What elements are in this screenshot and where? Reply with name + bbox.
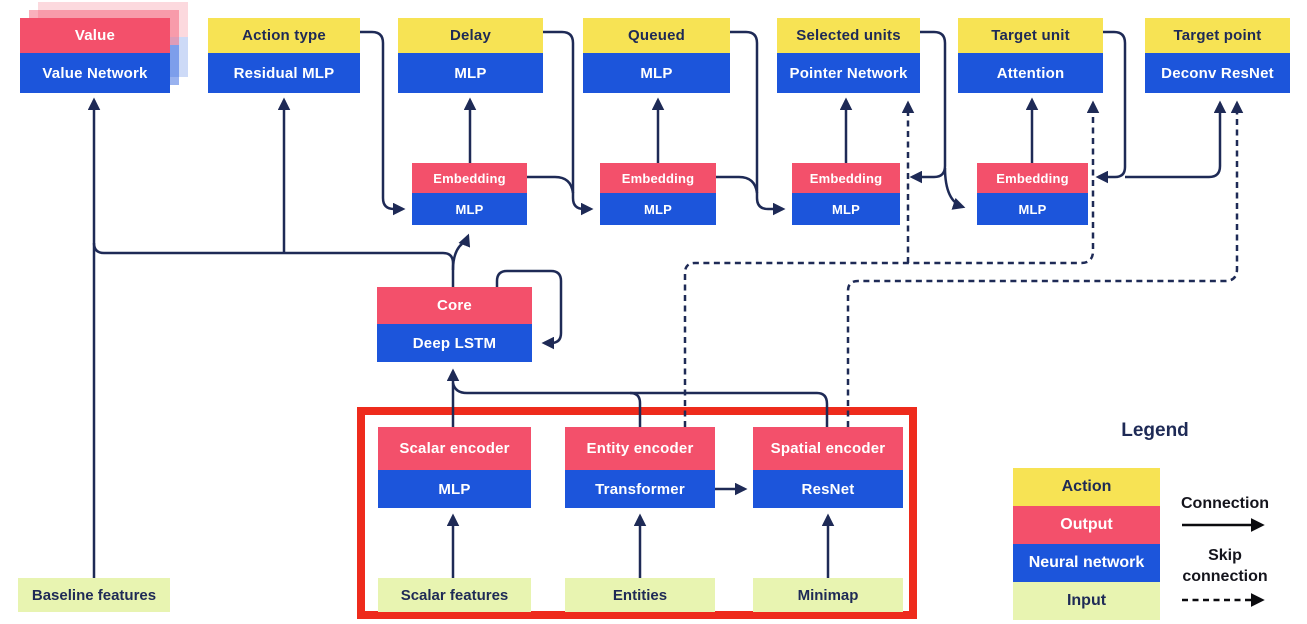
line-entity-merge: [629, 391, 642, 427]
line-to-deconv: [1125, 100, 1227, 179]
head-queued: Queued MLP: [583, 18, 730, 93]
head-selected-units-network: Pointer Network: [777, 53, 920, 93]
embedding-4-label: Embedding: [977, 163, 1088, 193]
head-value-label: Value: [20, 18, 170, 53]
encoder-entity: Entity encoder Transformer: [565, 427, 715, 508]
legend-item-input: Input: [1013, 582, 1160, 620]
line-emb2-out: [716, 175, 759, 194]
encoder-spatial: Spatial encoder ResNet: [753, 427, 903, 508]
input-minimap: Minimap: [753, 578, 903, 612]
head-target-unit-network: Attention: [958, 53, 1103, 93]
core-box: Core Deep LSTM: [377, 287, 532, 362]
embedding-3-network: MLP: [792, 193, 900, 225]
embedding-4: Embedding MLP: [977, 163, 1088, 225]
head-queued-network: MLP: [583, 53, 730, 93]
legend-swatches: Action Output Neural network Input: [1013, 468, 1160, 620]
input-entities: Entities: [565, 578, 715, 612]
embedding-2-label: Embedding: [600, 163, 716, 193]
head-delay: Delay MLP: [398, 18, 543, 93]
embedding-2-network: MLP: [600, 193, 716, 225]
head-selected-units-label: Selected units: [777, 18, 920, 53]
head-queued-label: Queued: [583, 18, 730, 53]
core-label: Core: [377, 287, 532, 324]
skip-spatial-to-deconv: [846, 100, 1244, 427]
line-targetunit-down: [1095, 30, 1127, 184]
input-scalar-features: Scalar features: [378, 578, 531, 612]
head-value: Value Value Network: [20, 18, 170, 93]
head-action-type: Action type Residual MLP: [208, 18, 360, 93]
head-target-point-label: Target point: [1145, 18, 1290, 53]
head-target-point-network: Deconv ResNet: [1145, 53, 1290, 93]
encoder-entity-label: Entity encoder: [565, 427, 715, 470]
head-target-unit: Target unit Attention: [958, 18, 1103, 93]
encoder-scalar-network: MLP: [378, 470, 531, 508]
encoder-spatial-label: Spatial encoder: [753, 427, 903, 470]
encoder-spatial-network: ResNet: [753, 470, 903, 508]
legend-item-neural-network: Neural network: [1013, 544, 1160, 582]
head-action-type-network: Residual MLP: [208, 53, 360, 93]
input-baseline-features: Baseline features: [18, 578, 170, 612]
head-target-unit-label: Target unit: [958, 18, 1103, 53]
legend-connection-label: Connection: [1181, 495, 1269, 512]
line-delay-to-emb2: [543, 30, 594, 216]
line-queued-to-emb3: [730, 30, 786, 216]
line-selectedunits-down: [909, 30, 947, 184]
line-core-branch-left: [92, 242, 455, 287]
line-selectedunits-to-emb4: [943, 167, 966, 210]
head-selected-units: Selected units Pointer Network: [777, 18, 920, 93]
embedding-4-network: MLP: [977, 193, 1088, 225]
line-spatial-merge: [451, 382, 829, 427]
core-network: Deep LSTM: [377, 324, 532, 362]
head-delay-network: MLP: [398, 53, 543, 93]
encoder-scalar-label: Scalar encoder: [378, 427, 531, 470]
legend-title: Legend: [1121, 420, 1189, 441]
embedding-2: Embedding MLP: [600, 163, 716, 225]
legend-item-output: Output: [1013, 506, 1160, 544]
head-value-network: Value Network: [20, 53, 170, 93]
legend-skip-connection-label: Skip connection: [1182, 547, 1268, 585]
line-core-to-embedding1: [451, 233, 471, 271]
embedding-3: Embedding MLP: [792, 163, 900, 225]
embedding-1-network: MLP: [412, 193, 527, 225]
head-action-type-label: Action type: [208, 18, 360, 53]
head-delay-label: Delay: [398, 18, 543, 53]
embedding-3-label: Embedding: [792, 163, 900, 193]
line-actiontype-to-emb1: [360, 30, 406, 216]
embedding-1-label: Embedding: [412, 163, 527, 193]
legend-item-action: Action: [1013, 468, 1160, 506]
line-core-self-loop: [495, 269, 563, 350]
line-emb1-out: [527, 175, 575, 194]
encoder-entity-network: Transformer: [565, 470, 715, 508]
skip-entity-to-attention: [683, 100, 1100, 427]
encoder-scalar: Scalar encoder MLP: [378, 427, 531, 508]
embedding-1: Embedding MLP: [412, 163, 527, 225]
highlight-rectangle: [357, 407, 917, 619]
head-target-point: Target point Deconv ResNet: [1145, 18, 1290, 93]
